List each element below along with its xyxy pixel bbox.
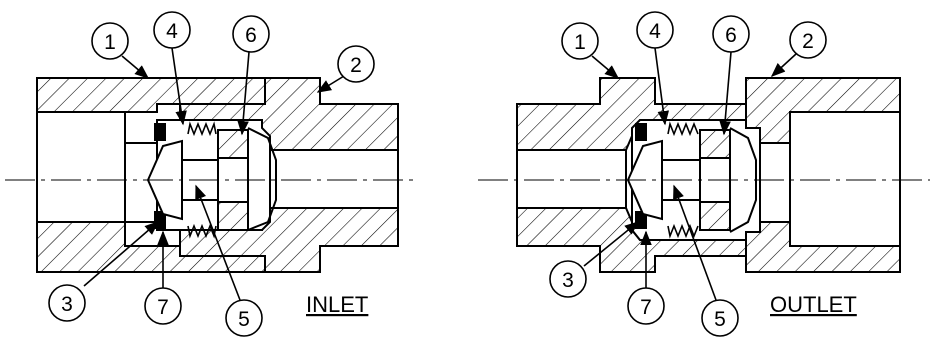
inlet-balloon-label-2: 2 (350, 54, 362, 77)
outlet-retainer-upper (699, 129, 731, 159)
inlet-balloon-7 (144, 287, 182, 325)
spring (187, 121, 217, 239)
o-ring-lower (154, 211, 166, 229)
outlet-balloon-label-7: 7 (640, 296, 652, 319)
inlet-balloons (48, 11, 375, 337)
outlet-balloon-label-5: 5 (714, 308, 726, 331)
outlet-body-port-bore (789, 111, 901, 247)
outlet-balloon-label-4: 4 (649, 20, 661, 43)
inlet-balloon-label-3: 3 (61, 293, 73, 316)
outlet-o-ring-lower (635, 211, 647, 229)
inlet-view (36, 77, 399, 273)
outlet-o-ring-upper (635, 123, 647, 141)
inlet-balloon-label-5: 5 (238, 308, 250, 331)
inlet-balloon-label-4: 4 (166, 20, 178, 43)
outlet-balloon-label-6: 6 (725, 24, 737, 47)
spring-retainer-lower (217, 201, 249, 231)
inlet-balloon-1 (91, 22, 129, 60)
inlet-balloon-6 (232, 15, 270, 53)
outlet-spring (667, 121, 699, 239)
outlet-balloon-4 (636, 11, 674, 49)
outlet-balloon-6 (712, 15, 750, 53)
inlet-balloon-2 (337, 45, 375, 83)
outlet-balloon-7 (627, 287, 665, 325)
outlet-balloon-label-3: 3 (562, 269, 574, 292)
inlet-balloon-5 (225, 299, 263, 337)
o-ring-upper (154, 123, 166, 141)
outlet-view (516, 77, 901, 273)
outlet-retainer-lower (699, 201, 731, 231)
outlet-balloon-3 (549, 260, 587, 298)
outlet-balloon-1 (561, 22, 599, 60)
inlet-balloon-label-7: 7 (157, 296, 169, 319)
inlet-balloon-3 (48, 284, 86, 322)
fitting-cone (247, 127, 277, 231)
body-port-bore (36, 111, 126, 223)
outlet-fitting-bore (516, 149, 627, 209)
outlet-balloon-label-1: 1 (574, 31, 586, 54)
inlet-balloon-label-6: 6 (245, 24, 257, 47)
inlet-balloon-label-1: 1 (104, 31, 116, 54)
outlet-balloon-labels: 1 4 6 2 3 7 5 (562, 20, 814, 331)
inlet-balloon-4 (153, 11, 191, 49)
outlet-balloon-5 (701, 299, 739, 337)
inlet-balloon-labels: 1 4 6 2 3 7 5 (61, 20, 362, 331)
outlet-caption: OUTLET (770, 292, 857, 317)
fitting-bore (267, 149, 399, 209)
spring-retainer-upper (217, 129, 249, 159)
outlet-balloons (549, 11, 827, 337)
outlet-balloon-label-2: 2 (802, 30, 814, 53)
inlet-caption: INLET (306, 292, 368, 317)
outlet-balloon-2 (789, 21, 827, 59)
